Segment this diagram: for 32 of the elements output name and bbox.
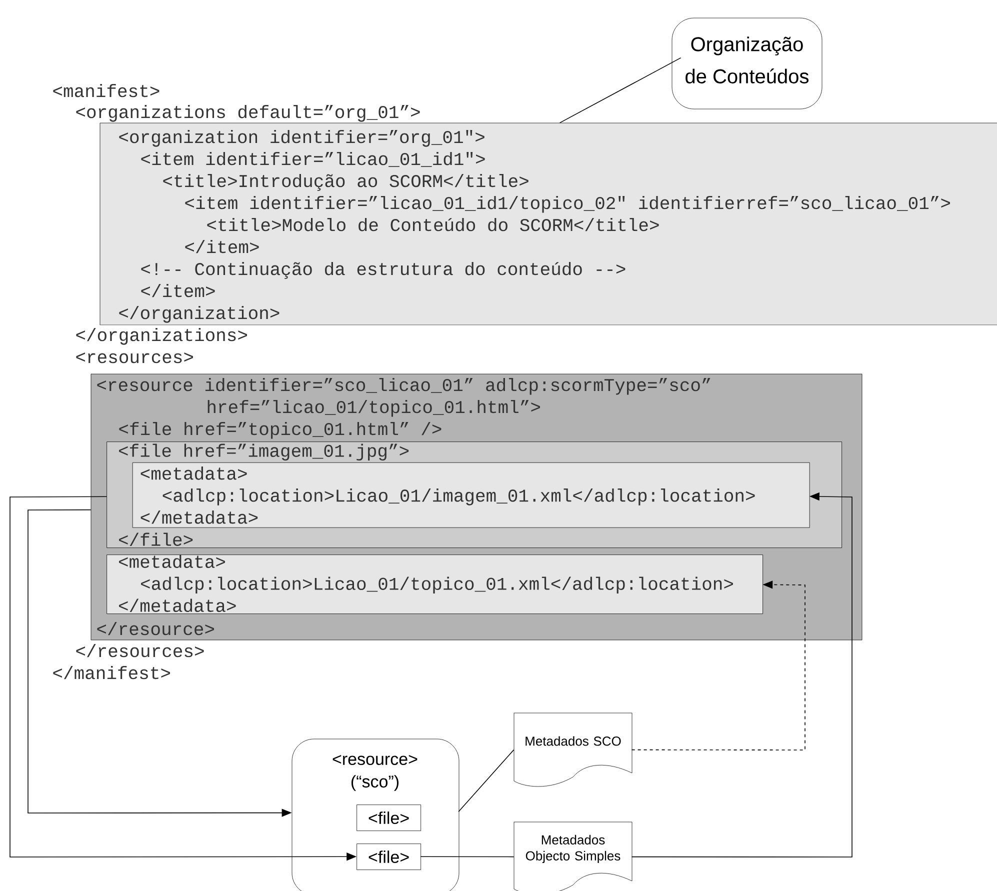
code-line: <!-- Continuação da estrutura do conteúdo -->: [141, 262, 626, 279]
file-box: <file>: [356, 804, 421, 831]
code-line: </item>: [185, 240, 259, 254]
code-line: <adlcp:location>Licao_01/imagem_01.xml</adlcp:location>: [162, 488, 755, 506]
code-line: </file>: [119, 532, 193, 546]
code-line: <title>Introdução ao SCORM</title>: [163, 174, 528, 191]
code-line: <resource identifier=”sco_licao_01” adlcp:scormType=”sco”: [97, 378, 710, 395]
leader-line: [559, 57, 682, 124]
code-line: <file href=”topico_01.html” />: [119, 422, 442, 439]
code-line: </organization>: [119, 306, 280, 323]
file-box: <file>: [356, 844, 421, 870]
code-line: <title>Modelo de Conteúdo do SCORM</title>: [207, 218, 659, 232]
code-line: <metadata>: [119, 554, 225, 568]
code-line: <file href=”imagem_01.jpg”>: [119, 444, 409, 461]
code-line: <adlcp:location>Licao_01/topico_01.xml</adlcp:location>: [141, 576, 733, 594]
code-line: </resource>: [97, 622, 214, 636]
code-line: <item identifier=”licao_01_id1/topico_02" identifierref=”sco_licao_01”>: [185, 196, 950, 213]
connector-arrow: [631, 580, 806, 750]
code-line: </resources>: [76, 644, 204, 658]
code-line: </metadata>: [119, 598, 236, 612]
code-line: <item identifier=”licao_01_id1">: [141, 152, 485, 167]
code-line: <organization identifier=”org_01">: [119, 130, 484, 147]
code-line: <resources>: [76, 352, 193, 364]
code-line: <metadata>: [140, 466, 247, 480]
code-line: </metadata>: [140, 510, 258, 524]
code-line: href=”licao_01/topico_01.html”>: [208, 400, 540, 417]
code-line: </manifest>: [53, 666, 170, 680]
code-line: <manifest>: [53, 84, 160, 98]
code-line: </item>: [141, 284, 215, 298]
callout-bubble: Organização de Conteúdos: [672, 18, 822, 110]
connector-line: [458, 749, 514, 812]
connector-line: [420, 856, 514, 858]
